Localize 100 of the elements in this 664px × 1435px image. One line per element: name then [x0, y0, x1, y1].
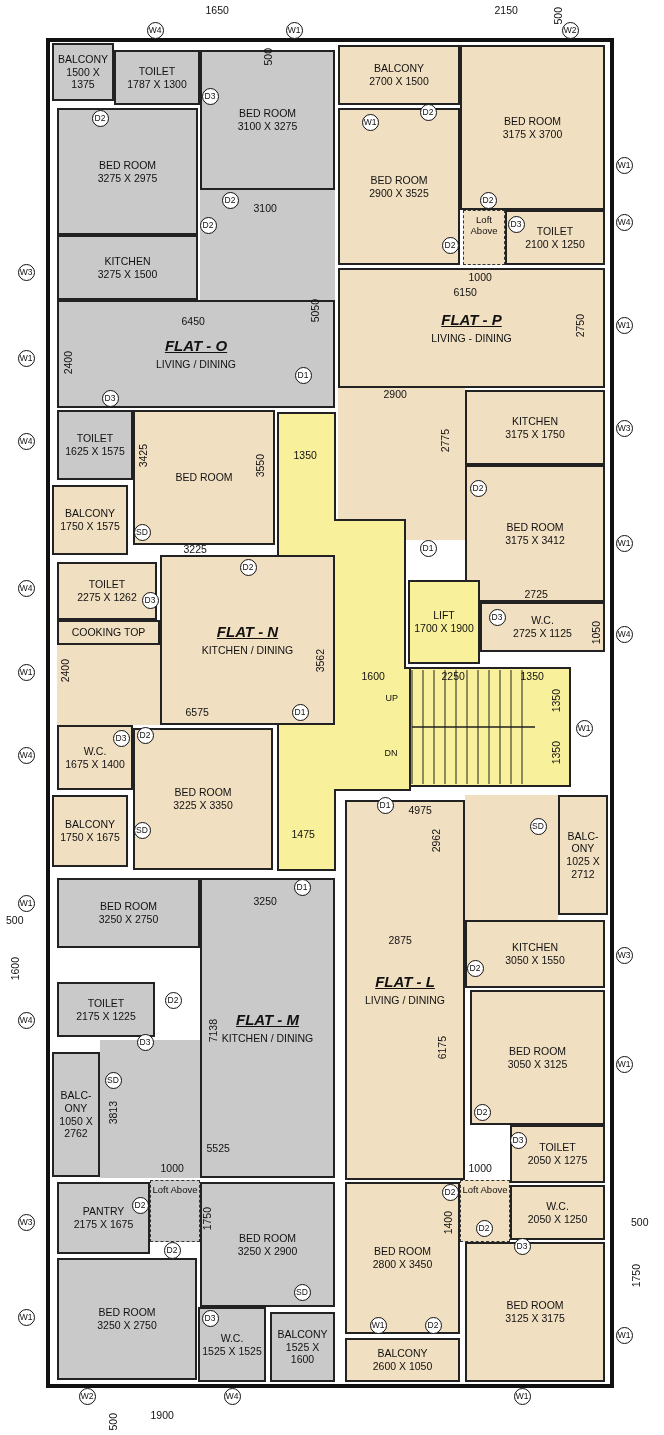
room-dimensions: 2050 X 1275: [527, 1154, 588, 1167]
opening-tag: W1: [615, 316, 633, 334]
room-dimensions: 3275 X 1500: [97, 267, 158, 281]
room-area: [200, 1182, 335, 1307]
room-name: W.C.: [531, 614, 554, 627]
dimension-text: 500: [107, 1413, 119, 1431]
dimension-text: 2775: [439, 428, 451, 452]
room-dimensions: 3175 X 3700: [502, 127, 563, 141]
room-name: PANTRY: [82, 1205, 125, 1218]
room-name: KITCHEN: [511, 414, 559, 428]
opening-tag: W4: [17, 1011, 35, 1029]
opening-tag: W4: [615, 213, 633, 231]
room-area: [338, 108, 460, 265]
room-dimensions: 2175 X 1675: [73, 1218, 134, 1231]
room-name: BALCONY: [277, 1328, 328, 1341]
room-area: [460, 45, 605, 210]
room-name: TOILET: [88, 578, 126, 591]
opening-tag: W2: [561, 21, 579, 39]
room-name: BED ROOM: [508, 1044, 567, 1058]
room-dimensions: 2725 X 1125: [513, 627, 572, 640]
room-name: COOKING TOP: [71, 626, 146, 639]
room-area: [198, 1307, 266, 1382]
room-area: [345, 1182, 460, 1334]
room-area: [52, 1052, 100, 1177]
flat-title: FLAT - P: [441, 311, 502, 330]
dimension-text: 1400: [442, 1210, 454, 1234]
room-dimensions: 1625 X 1575: [65, 445, 125, 458]
room-dimensions: 1525 X 1525: [202, 1344, 262, 1358]
room-dimensions: 1500 X 1375: [65, 65, 101, 91]
room-name: KITCHEN: [104, 254, 151, 268]
room-area: [270, 1312, 335, 1382]
room-name: BALCONY: [377, 1347, 428, 1360]
room-area: [345, 1338, 460, 1382]
room-name: W.C.: [546, 1199, 569, 1213]
room-dimensions: 3275 X 2975: [97, 171, 158, 185]
dimension-text: 6150: [453, 286, 477, 298]
dimension-text: 2962: [430, 828, 442, 852]
room-area: [510, 1185, 605, 1240]
room-area: [133, 728, 273, 870]
room-name: BED ROOM: [370, 173, 428, 187]
opening-tag: W1: [17, 894, 35, 912]
room-area: [465, 1242, 605, 1382]
room-area: [57, 1182, 150, 1254]
room-area: [57, 235, 198, 300]
room-area: [57, 1258, 197, 1380]
dimension-text: 1475: [291, 828, 315, 840]
room-dimensions: 3050 X 3125: [507, 1057, 568, 1071]
room-name: TOILET: [87, 996, 125, 1010]
room-name: LIFT: [433, 609, 455, 622]
room-name: TOILET: [138, 64, 176, 78]
dimension-text: 500: [6, 914, 24, 926]
opening-tag: W4: [17, 579, 35, 597]
dimension-text: 1750: [630, 1263, 642, 1287]
flat-living-area: [338, 268, 605, 388]
opening-tag: W4: [146, 21, 164, 39]
opening-tag: W1: [285, 21, 303, 39]
room-area: [470, 990, 605, 1125]
dimension-text: 500: [631, 1216, 649, 1228]
opening-tag: W3: [615, 946, 633, 964]
dimension-text: 1900: [150, 1409, 174, 1421]
room-dimensions: 2050 X 1250: [527, 1212, 588, 1226]
room-dimensions: 1700 X 1900: [414, 622, 474, 635]
dimension-text: 1000: [160, 1162, 184, 1174]
room-dimensions: 2700 X 1500: [369, 75, 429, 88]
room-name: KITCHEN: [511, 941, 559, 954]
dimension-text: 2250: [441, 670, 465, 682]
opening-tag: W1: [615, 1326, 633, 1344]
room-area: [480, 602, 605, 652]
flat-title: FLAT - O: [164, 337, 228, 356]
room-area: [52, 795, 128, 867]
opening-tag: W4: [17, 432, 35, 450]
room-dimensions: 2175 X 1225: [76, 1009, 136, 1023]
room-name: BED ROOM: [98, 158, 157, 172]
stair-direction-text: UP: [385, 693, 398, 703]
room-name: TOILET: [539, 1141, 576, 1154]
dimension-text: 7138: [207, 1018, 219, 1042]
opening-tag: W3: [17, 263, 35, 281]
room-name: BALC- ONY: [566, 829, 600, 855]
dimension-text: 3225: [183, 543, 207, 555]
room-dimensions: 3250 X 2900: [237, 1244, 298, 1258]
opening-tag: W1: [17, 663, 35, 681]
room-dimensions: 1675 X 1400: [65, 757, 125, 771]
room-name: TOILET: [536, 224, 574, 238]
flat-title: FLAT - L: [375, 973, 435, 992]
dimension-text: 2400: [62, 350, 74, 374]
room-dimensions: 1787 X 1300: [127, 77, 187, 91]
room-dimensions: 2900 X 3525: [369, 186, 429, 200]
room-area: [57, 982, 155, 1037]
room-area: [57, 410, 133, 480]
loft-area: [150, 1180, 200, 1242]
room-dimensions: LIVING / DINING: [365, 994, 445, 1007]
dimension-text: 4975: [408, 804, 432, 816]
flat-living-area: [200, 878, 335, 1178]
flat-title: FLAT - M: [235, 1011, 299, 1030]
room-name: BALC- ONY: [59, 1089, 93, 1115]
room-area: [338, 45, 460, 105]
room-dimensions: 2800 X 3450: [372, 1258, 433, 1271]
room-dimensions: 3250 X 2750: [97, 1319, 157, 1332]
dimension-text: 1750: [201, 1206, 213, 1230]
room-name: BED ROOM: [238, 1231, 297, 1245]
